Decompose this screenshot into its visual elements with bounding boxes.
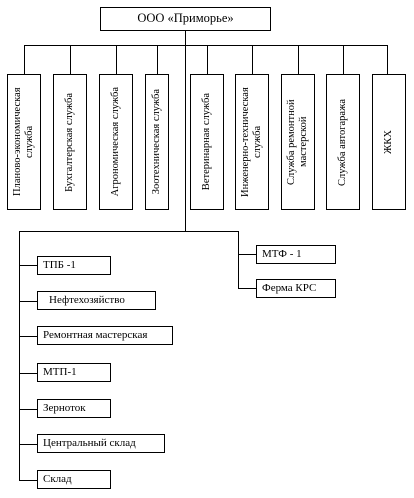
service-box: Служба ремонтной мастерской bbox=[281, 74, 315, 210]
root-box: ООО «Приморье» bbox=[100, 7, 271, 31]
service-drop bbox=[252, 45, 253, 74]
branch bbox=[238, 288, 256, 289]
unit-box: Склад bbox=[37, 470, 111, 489]
service-drop bbox=[343, 45, 344, 74]
unit-label: ТПБ -1 bbox=[43, 259, 76, 272]
service-drop bbox=[24, 45, 25, 74]
service-label: Агрономическая служба bbox=[109, 87, 121, 197]
division-trunk bbox=[185, 45, 186, 231]
service-box: Агрономическая служба bbox=[99, 74, 133, 210]
service-box: Ветеринарная служба bbox=[190, 74, 224, 210]
unit-label: МТП-1 bbox=[43, 366, 77, 379]
unit-box: Нефтехозяйство bbox=[37, 291, 156, 310]
service-box: Служба автогаража bbox=[326, 74, 360, 210]
service-label: Бухгалтерская служба bbox=[63, 92, 75, 192]
service-drop bbox=[70, 45, 71, 74]
left-spine bbox=[19, 231, 20, 480]
service-drop bbox=[298, 45, 299, 74]
unit-box: Ферма КРС bbox=[256, 279, 336, 298]
unit-box: ТПБ -1 bbox=[37, 256, 111, 275]
unit-label: Нефтехозяйство bbox=[49, 294, 125, 307]
root-connector bbox=[185, 31, 186, 45]
branch bbox=[19, 336, 37, 337]
service-label: Служба автогаража bbox=[336, 98, 348, 186]
service-label: Планово-экономическая служба bbox=[11, 87, 35, 197]
root-label: ООО «Приморье» bbox=[137, 11, 234, 26]
service-drop bbox=[157, 45, 158, 74]
service-label: Служба ремонтной мастерской bbox=[285, 99, 309, 185]
service-drop bbox=[207, 45, 208, 74]
service-box: Зоотехническая служба bbox=[145, 74, 169, 210]
unit-label: Ферма КРС bbox=[262, 282, 317, 295]
unit-box: Центральный склад bbox=[37, 434, 165, 453]
division-bus bbox=[19, 231, 238, 232]
branch bbox=[19, 409, 37, 410]
branch bbox=[19, 373, 37, 374]
branch bbox=[19, 265, 37, 266]
service-box: ЖКХ bbox=[372, 74, 406, 210]
branch bbox=[19, 301, 37, 302]
unit-label: Ремонтная мастерская bbox=[43, 329, 148, 342]
service-label: Зоотехническая служба bbox=[150, 89, 162, 195]
unit-box: МТП-1 bbox=[37, 363, 111, 382]
unit-label: МТФ - 1 bbox=[262, 248, 302, 261]
unit-box: МТФ - 1 bbox=[256, 245, 336, 264]
unit-box: Ремонтная мастерская bbox=[37, 326, 173, 345]
services-bus bbox=[24, 45, 387, 46]
branch bbox=[19, 444, 37, 445]
unit-label: Зерноток bbox=[43, 402, 86, 415]
service-box: Планово-экономическая служба bbox=[7, 74, 41, 210]
right-spine bbox=[238, 231, 239, 289]
unit-label: Склад bbox=[43, 473, 72, 486]
service-label: ЖКХ bbox=[382, 130, 394, 154]
service-box: Бухгалтерская служба bbox=[53, 74, 87, 210]
unit-label: Центральный склад bbox=[43, 437, 136, 450]
branch bbox=[19, 480, 37, 481]
unit-box: Зерноток bbox=[37, 399, 111, 418]
service-box: Инженерно-техническая служба bbox=[235, 74, 269, 210]
service-drop bbox=[116, 45, 117, 74]
service-drop bbox=[387, 45, 388, 74]
service-label: Инженерно-техническая служба bbox=[239, 87, 263, 197]
service-label: Ветеринарная служба bbox=[200, 93, 212, 191]
branch bbox=[238, 254, 256, 255]
